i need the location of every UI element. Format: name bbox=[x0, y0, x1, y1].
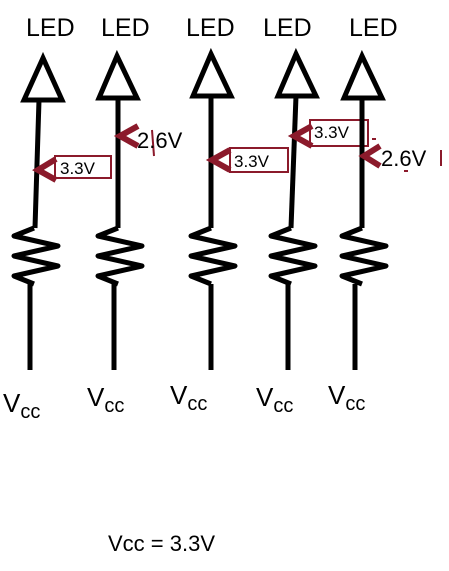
voltage-box-3 bbox=[229, 147, 289, 173]
circuit-5: LED 2.6V Vcc bbox=[328, 14, 442, 415]
led-label-3: LED bbox=[186, 14, 235, 42]
wire-upper-1 bbox=[32, 99, 42, 229]
vcc-label-2: Vcc bbox=[87, 382, 124, 417]
voltage-label-4: 3.3V bbox=[314, 123, 350, 142]
voltage-box-4 bbox=[309, 119, 369, 147]
led-label-4: LED bbox=[263, 14, 312, 42]
led-symbol-4 bbox=[274, 47, 320, 99]
circuit-1: LED 3.3V Vcc bbox=[3, 14, 112, 423]
vcc-label-4: Vcc bbox=[256, 382, 293, 417]
led-symbol-3 bbox=[189, 47, 235, 99]
voltage-label-2: 2.6V bbox=[137, 128, 183, 153]
voltage-arrow-3 bbox=[205, 147, 289, 173]
voltage-arrow-4 bbox=[287, 119, 369, 149]
led-label-1: LED bbox=[26, 14, 75, 42]
wire-upper-4 bbox=[288, 95, 299, 229]
led-symbol-2 bbox=[95, 49, 141, 101]
resistor-4 bbox=[268, 225, 318, 287]
vcc-label-1: Vcc bbox=[3, 388, 40, 423]
resistor-3 bbox=[188, 225, 238, 287]
resistor-5 bbox=[339, 225, 389, 287]
voltage-arrow-1 bbox=[32, 155, 112, 183]
vcc-label-3: Vcc bbox=[170, 380, 207, 415]
voltage-arrow-5 bbox=[358, 138, 442, 172]
vcc-label-5: Vcc bbox=[328, 380, 365, 415]
led-label-5: LED bbox=[349, 14, 398, 42]
voltage-label-3: 3.3V bbox=[234, 152, 270, 171]
voltage-arrow-2 bbox=[113, 123, 155, 157]
resistor-2 bbox=[95, 225, 145, 287]
led-symbol-1 bbox=[20, 51, 66, 103]
resistor-1 bbox=[11, 225, 61, 287]
circuit-2: LED 2.6V Vcc bbox=[87, 14, 183, 417]
circuit-3: LED 3.3V Vcc bbox=[170, 14, 289, 415]
voltage-box-1 bbox=[54, 155, 112, 179]
voltage-label-1: 3.3V bbox=[60, 159, 96, 178]
vcc-footnote: Vcc = 3.3V bbox=[108, 531, 215, 556]
led-symbol-5 bbox=[340, 49, 386, 101]
circuit-4: LED 3.3V Vcc bbox=[256, 14, 369, 417]
led-label-2: LED bbox=[101, 14, 150, 42]
voltage-label-5: 2.6V bbox=[381, 146, 427, 171]
